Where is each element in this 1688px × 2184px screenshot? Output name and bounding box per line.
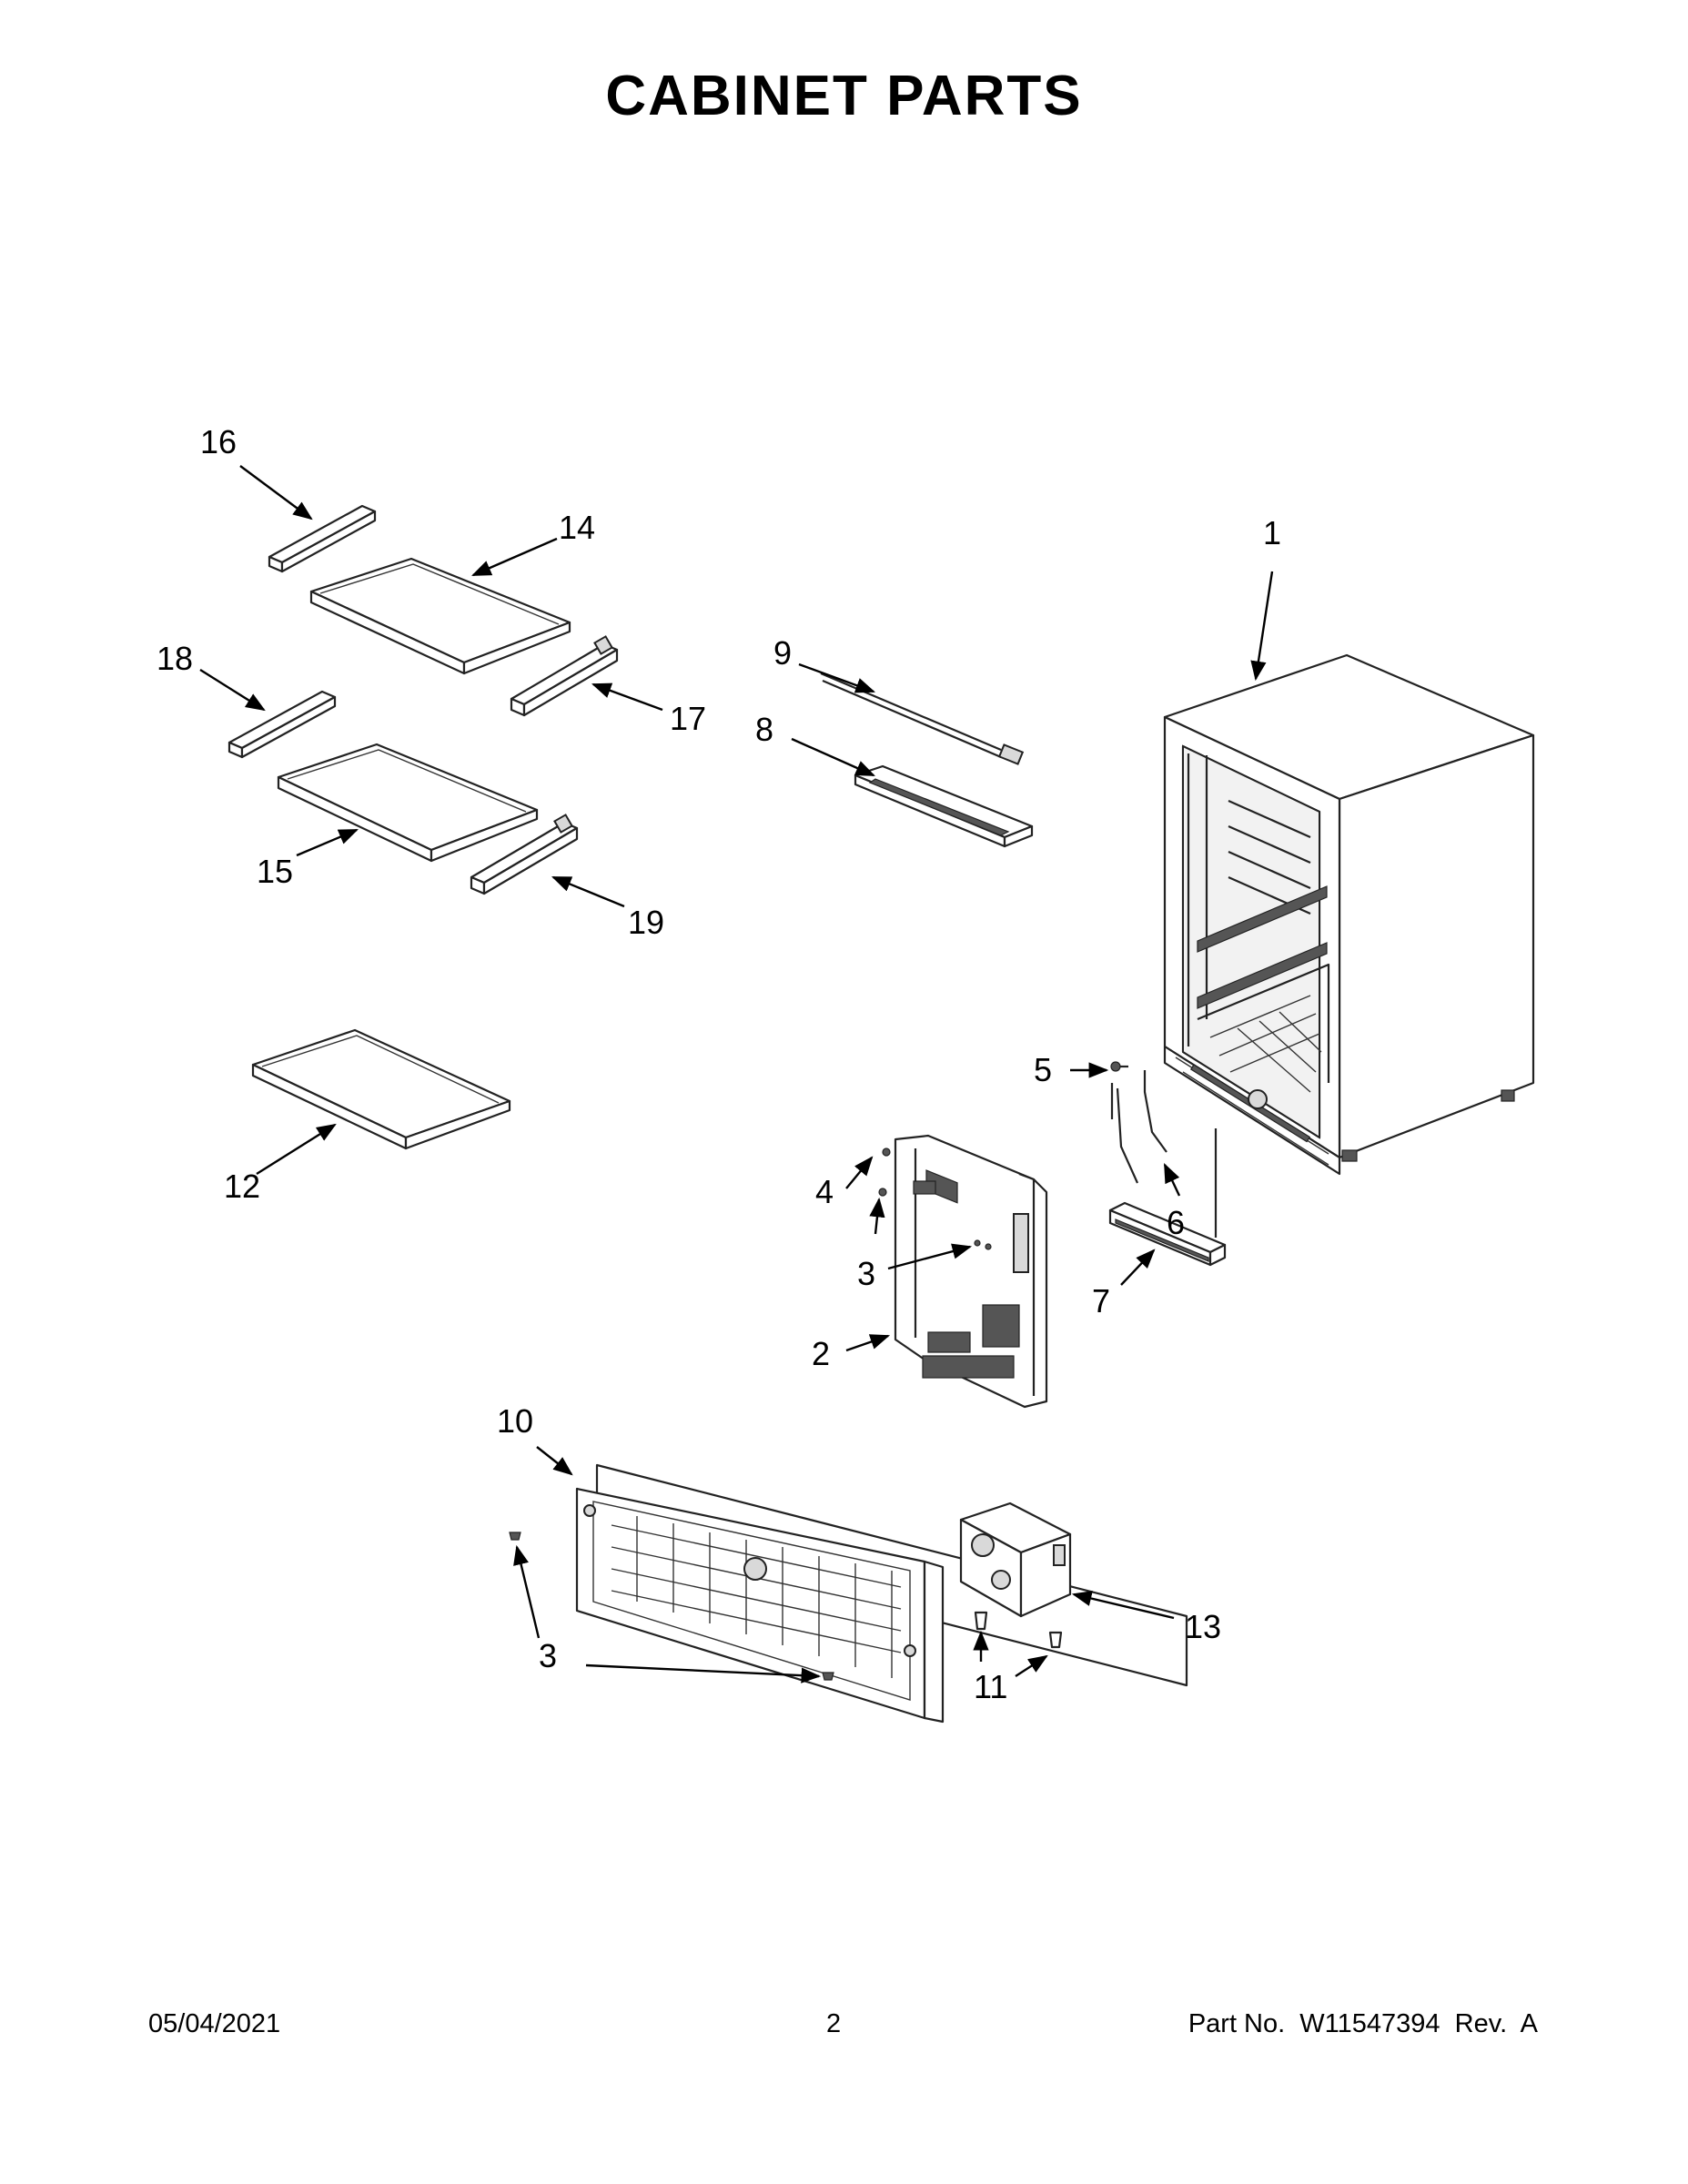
part-11-fasteners (974, 1611, 1063, 1649)
callout-16: 16 (200, 423, 237, 460)
part-19-shelf-rail (470, 814, 579, 895)
callout-1: 1 (1263, 514, 1281, 551)
callout-8: 8 (755, 711, 773, 748)
callout-6: 6 (1167, 1204, 1185, 1241)
callout-11: 11 (974, 1668, 1007, 1705)
callout-3-lower: 3 (539, 1637, 557, 1674)
callout-9: 9 (773, 634, 792, 672)
part-4-screws (878, 1148, 891, 1197)
part-10-grille (575, 1463, 1188, 1724)
callout-17: 17 (670, 700, 706, 737)
callout-leaders (199, 465, 1274, 1684)
part-12-glass-shelf (251, 1028, 511, 1150)
part-6-wire (1110, 1070, 1218, 1238)
callout-19: 19 (628, 904, 664, 941)
part-1-cabinet (1163, 653, 1535, 1176)
part-15-glass-shelf (277, 743, 539, 863)
part-8-light-assembly (854, 764, 1034, 848)
callout-10: 10 (497, 1402, 533, 1440)
part-18-shelf-trim (227, 690, 337, 759)
part-5-screw (1110, 1061, 1128, 1072)
part-16-shelf-trim (268, 504, 377, 573)
callout-14: 14 (559, 509, 595, 546)
part-14-glass-shelf (309, 557, 571, 675)
callout-5: 5 (1034, 1051, 1052, 1088)
callout-3: 3 (857, 1255, 875, 1292)
footer-date: 05/04/2021 (148, 2009, 281, 2038)
footer-page-number: 2 (826, 2009, 842, 2038)
callout-12: 12 (224, 1168, 260, 1205)
part-9-wire-harness (820, 672, 1025, 765)
page-title: CABINET PARTS (605, 65, 1083, 127)
part-2-access-cover (894, 1134, 1048, 1409)
callout-4: 4 (815, 1173, 834, 1210)
callout-labels: 1 2 3 3 4 5 6 7 8 9 10 11 12 13 14 15 16… (157, 423, 1281, 1705)
callout-13: 13 (1185, 1608, 1221, 1645)
part-3-screws-lower (509, 1239, 981, 1681)
callout-2: 2 (812, 1335, 830, 1372)
part-7-bracket (1108, 1201, 1227, 1267)
footer-part-number: Part No. W11547394 Rev. A (1188, 2009, 1538, 2038)
part-17-shelf-rail (510, 635, 619, 717)
callout-15: 15 (257, 853, 293, 890)
part-13-control-box (959, 1502, 1072, 1618)
callout-18: 18 (157, 640, 193, 677)
callout-7: 7 (1092, 1282, 1110, 1320)
